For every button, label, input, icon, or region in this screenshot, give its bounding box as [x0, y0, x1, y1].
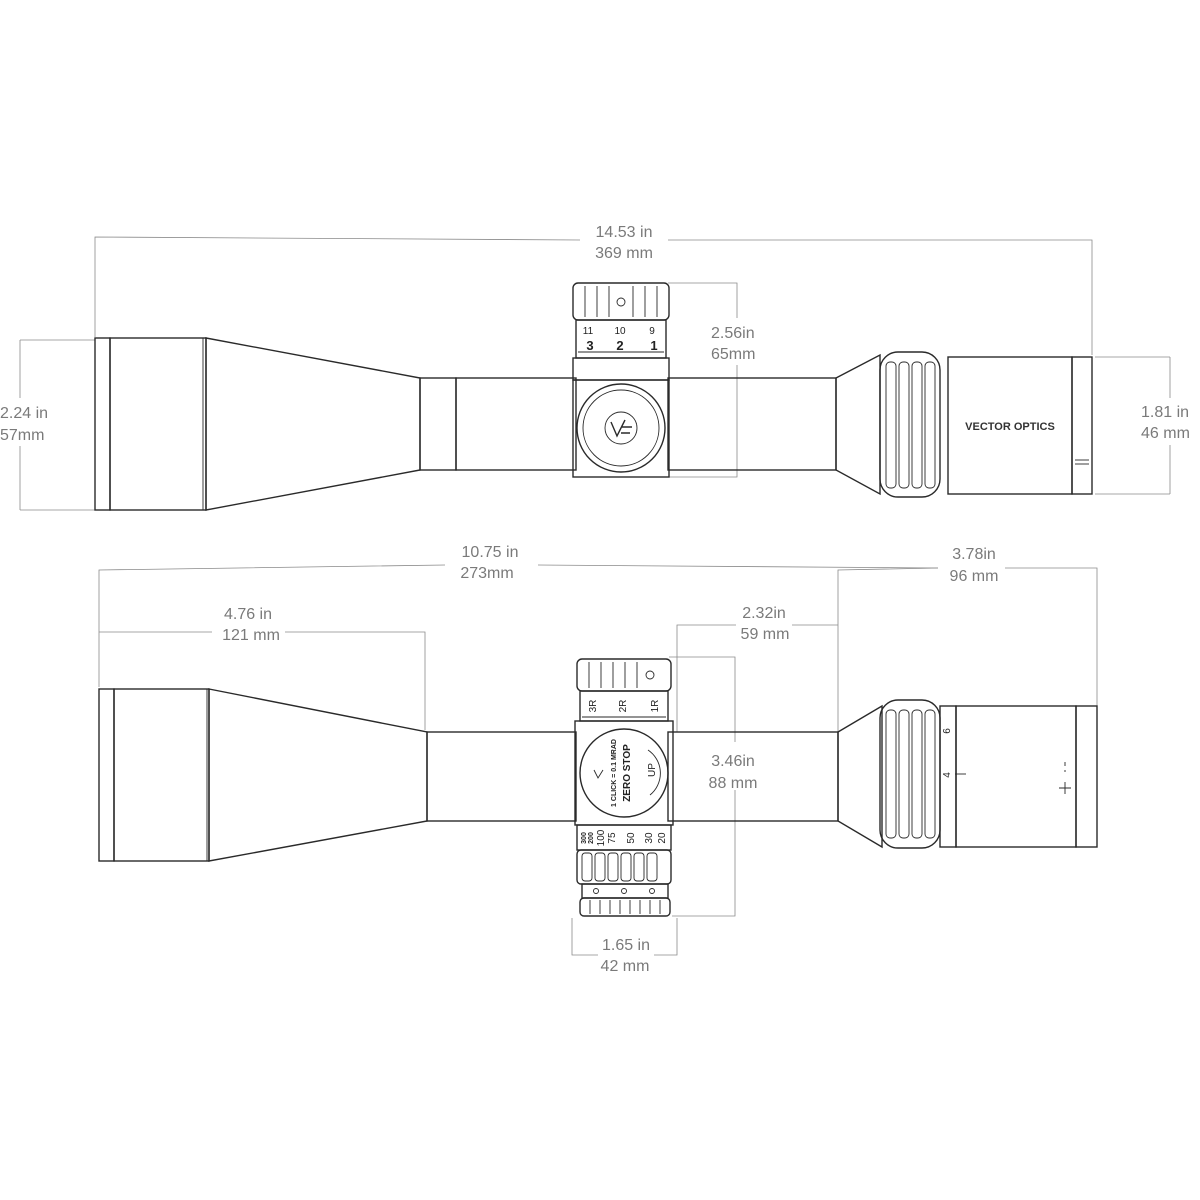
- eyepiece: VECTOR OPTICS: [835, 351, 1093, 498]
- parallax-mark-100: 100: [596, 829, 607, 846]
- eyepiece-diameter-in: 1.81 in: [1141, 404, 1189, 421]
- parallax-mark-20: 20: [657, 832, 668, 844]
- overall-length-in: 14.53 in: [596, 224, 653, 241]
- eyepiece-length-mm: 96 mm: [950, 568, 999, 585]
- turret-width-in: 1.65 in: [602, 937, 650, 954]
- tube-length-mm: 273mm: [460, 565, 513, 582]
- elevation-mark-10: 10: [614, 326, 626, 337]
- top-dimension-lines: [19, 236, 1171, 511]
- side-turret-height-mm: 88 mm: [709, 775, 758, 792]
- windage-mark-2r: 2R: [618, 700, 629, 713]
- objective-length-in: 4.76 in: [224, 606, 272, 623]
- magnification-mark-6: 6: [942, 728, 953, 734]
- turret-to-eyepiece-in: 2.32in: [742, 605, 786, 622]
- elevation-turret: 11 10 9 3 2 1: [572, 282, 670, 478]
- tube-length-in: 10.75 in: [462, 544, 519, 561]
- illumination-dial-icon: [1059, 762, 1071, 794]
- elevation-mark-2: 2: [616, 338, 623, 353]
- side-eyepiece: 6 4: [837, 699, 1098, 849]
- click-value-label: 1 CLICK = 0.1 MRAD: [611, 739, 618, 807]
- scope-top-view: 11 10 9 3 2 1 VECTOR OPTICS: [0, 224, 1190, 511]
- turret-height-in: 2.56in: [711, 325, 755, 342]
- up-label: UP: [647, 763, 658, 777]
- objective-diameter-in: 2.24 in: [0, 405, 48, 422]
- windage-turret: 3R 2R 1R 1 CLICK = 0.1 MRAD ZERO STOP UP…: [574, 658, 674, 917]
- side-turret-height-in: 3.46in: [711, 753, 755, 770]
- eyepiece-diameter-mm: 46 mm: [1141, 425, 1190, 442]
- parallax-mark-75: 75: [607, 832, 618, 844]
- turret-width-mm: 42 mm: [601, 958, 650, 975]
- parallax-mark-200: 200: [588, 832, 595, 844]
- turret-to-eyepiece-mm: 59 mm: [741, 626, 790, 643]
- scope-side-view: 3R 2R 1R 1 CLICK = 0.1 MRAD ZERO STOP UP…: [98, 544, 1098, 975]
- up-arrow-icon: [647, 749, 661, 796]
- objective-diameter-mm: 57mm: [0, 427, 44, 444]
- brand-logo-icon: [610, 419, 632, 438]
- eyepiece-length-in: 3.78in: [952, 546, 996, 563]
- magnification-mark-4: 4: [942, 772, 953, 778]
- side-dimension-lines: [98, 564, 1098, 956]
- side-logo-icon: [593, 769, 604, 779]
- zero-stop-label: ZERO STOP: [622, 744, 633, 802]
- overall-length-mm: 369 mm: [595, 245, 653, 262]
- parallax-mark-30: 30: [644, 832, 655, 844]
- parallax-mark-300: 300: [581, 832, 588, 844]
- brand-label: VECTOR OPTICS: [965, 421, 1055, 433]
- elevation-mark-1: 1: [650, 338, 657, 353]
- elevation-mark-11: 11: [583, 326, 594, 337]
- windage-mark-3r: 3R: [588, 700, 599, 713]
- elevation-mark-9: 9: [649, 326, 655, 337]
- parallax-mark-50: 50: [626, 832, 637, 844]
- objective-length-mm: 121 mm: [222, 627, 280, 644]
- turret-height-mm: 65mm: [711, 346, 755, 363]
- elevation-mark-3: 3: [586, 338, 593, 353]
- side-turret-screw-icon: [645, 670, 655, 680]
- turret-screw-icon: [616, 297, 626, 307]
- windage-mark-1r: 1R: [650, 700, 661, 713]
